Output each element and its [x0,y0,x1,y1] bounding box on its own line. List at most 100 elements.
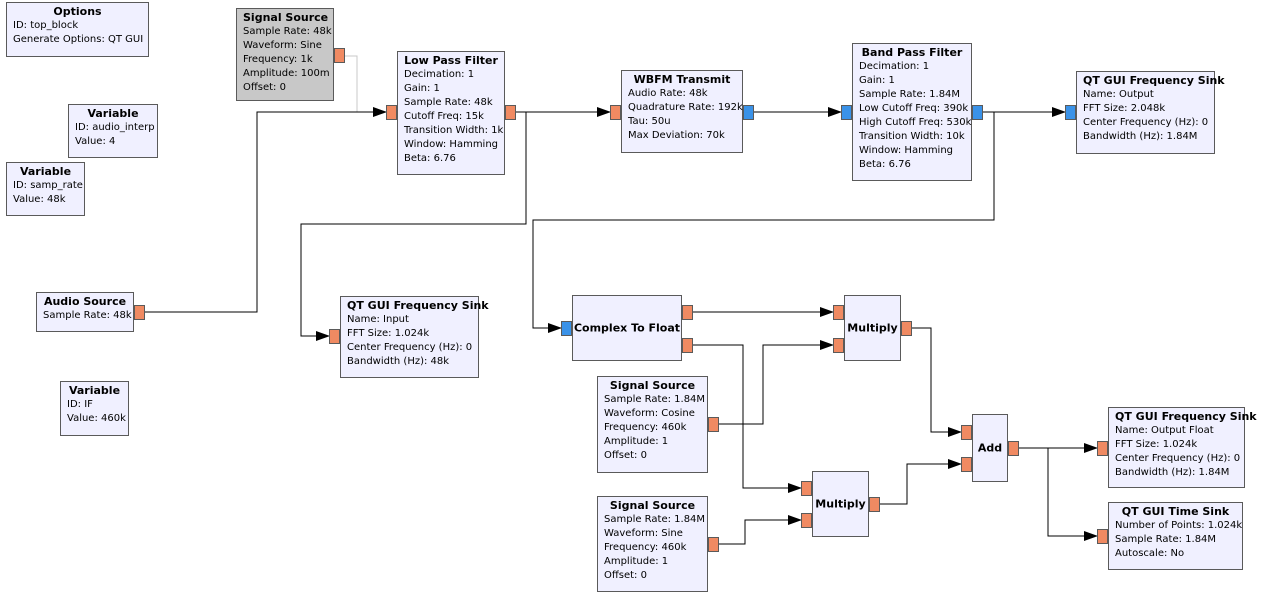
wire-add-to-time-sink[interactable] [1019,447,1098,541]
block-title: Signal Source [243,11,329,24]
block-title: QT GUI Frequency Sink [347,299,489,312]
block-param: Frequency: 460k [604,422,687,433]
audio-source-out-port[interactable] [134,305,145,320]
block-param: Center Frequency (Hz): 0 [1115,453,1241,464]
add-in-0-port[interactable] [961,425,972,440]
multiply-1-out-port[interactable] [901,321,912,336]
block-param: Sample Rate: 48k [43,310,132,321]
wire-sine-to-multiply-2[interactable] [719,515,802,545]
add-out-port[interactable] [1008,441,1019,456]
wbfm-transmit-in-port[interactable] [610,105,621,120]
block-param: Cutoff Freq: 15k [404,111,484,122]
complex-to-float-in-port[interactable] [561,321,572,336]
block-param: Sample Rate: 48k [404,97,493,108]
multiply-2-out-port[interactable] [869,497,880,512]
block-param: Frequency: 460k [604,542,687,553]
multiply-1-block[interactable]: Multiply [844,295,901,361]
block-param: Sample Rate: 1.84M [604,394,706,405]
block-param: ID: IF [67,399,93,410]
multiply-1-in-0-port[interactable] [833,305,844,320]
block-param: Value: 4 [75,136,116,147]
wire-lpf-to-freq-sink-input[interactable] [300,111,527,341]
freq-sink-output-float-in-port[interactable] [1097,441,1108,456]
band-pass-filter-out-port[interactable] [972,105,983,120]
block-title: Multiply [847,321,898,335]
wire-cosine-to-multiply-1[interactable] [719,340,834,425]
block-title: QT GUI Frequency Sink [1083,74,1225,87]
block-title: QT GUI Time Sink [1121,505,1230,518]
freq-sink-input-in-port[interactable] [329,329,340,344]
wire-multiply-1-to-add[interactable] [912,327,962,437]
block-param: Waveform: Sine [243,40,322,51]
block-param: Low Cutoff Freq: 390k [859,103,969,114]
block-param: FFT Size: 1.024k [347,328,430,339]
multiply-2-block[interactable]: Multiply [812,471,869,537]
low-pass-filter-out-port[interactable] [505,105,516,120]
block-title: Low Pass Filter [404,54,498,67]
block-param: Transition Width: 1k [404,125,504,136]
block-param: Beta: 6.76 [404,153,456,164]
block-param: Offset: 0 [604,570,647,581]
wire-signal-source-to-lpf[interactable] [345,55,387,117]
block-param: ID: audio_interp [75,122,155,133]
block-param: High Cutoff Freq: 530k [859,117,972,128]
block-param: Amplitude: 1 [604,436,669,447]
complex-to-float-out-im-port[interactable] [682,338,693,353]
complex-to-float-out-re-port[interactable] [682,305,693,320]
wire-bpf-to-complex-to-float[interactable] [532,111,995,333]
low-pass-filter-in-port[interactable] [386,105,397,120]
block-param: Generate Options: QT GUI [13,34,144,45]
freq-sink-output-in-port[interactable] [1065,105,1076,120]
block-title: WBFM Transmit [633,73,731,86]
block-param: Amplitude: 100m [243,68,330,79]
block-param: Sample Rate: 1.84M [604,514,706,525]
signal-source-1-out-port[interactable] [334,48,345,63]
block-param: ID: top_block [13,20,79,31]
add-block[interactable]: Add [972,414,1008,482]
time-sink-in-port[interactable] [1097,529,1108,544]
signal-source-cosine-out-port[interactable] [708,417,719,432]
wire-multiply-2-to-add[interactable] [880,459,962,505]
signal-source-sine-out-port[interactable] [708,537,719,552]
block-param: Quadrature Rate: 192k [628,102,743,113]
block-param: Offset: 0 [243,82,286,93]
multiply-1-in-1-port[interactable] [833,338,844,353]
wbfm-transmit-out-port[interactable] [743,105,754,120]
multiply-2-in-1-port[interactable] [801,513,812,528]
band-pass-filter-in-port[interactable] [841,105,852,120]
wire-audio-source-to-lpf[interactable] [145,107,387,313]
block-param: FFT Size: 2.048k [1083,103,1166,114]
multiply-2-in-0-port[interactable] [801,481,812,496]
block-title: Band Pass Filter [861,46,963,59]
add-in-1-port[interactable] [961,457,972,472]
complex-to-float-block[interactable]: Complex To Float [572,295,682,361]
wire-c2f-im-to-multiply-2[interactable] [693,344,802,493]
block-param: Center Frequency (Hz): 0 [1083,117,1209,128]
